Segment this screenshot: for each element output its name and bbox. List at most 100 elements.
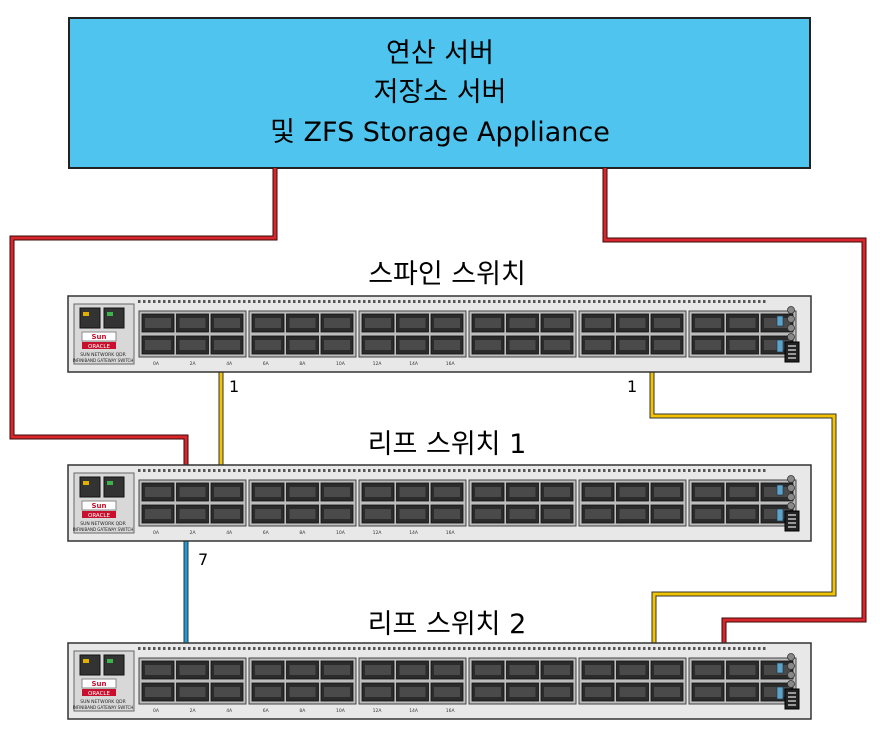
vent-hole [478, 469, 481, 472]
vent-hole [468, 469, 471, 472]
vent-hole [208, 647, 211, 650]
status-led [787, 680, 795, 688]
vent-hole [268, 647, 271, 650]
vent-hole [278, 647, 281, 650]
vent-hole [568, 469, 571, 472]
vent-hole [248, 300, 251, 303]
qsfp-port-inner [475, 665, 501, 675]
qsfp-port-inner [399, 687, 426, 697]
side-indicator [776, 686, 784, 700]
vent-hole [243, 300, 246, 303]
vent-hole [598, 647, 601, 650]
vent-hole [643, 300, 646, 303]
vent-hole [553, 647, 556, 650]
vent-hole [618, 300, 621, 303]
vent-hole [463, 300, 466, 303]
vent-hole [478, 647, 481, 650]
vent-hole [163, 469, 166, 472]
vent-hole [193, 647, 196, 650]
qsfp-port-inner [475, 687, 501, 697]
qsfp-port-inner [255, 487, 281, 497]
vent-hole [273, 469, 276, 472]
vent-hole [533, 647, 536, 650]
vent-hole [343, 647, 346, 650]
vent-hole [273, 300, 276, 303]
vent-hole [318, 647, 321, 650]
vent-hole [453, 300, 456, 303]
qsfp-port-inner [289, 665, 316, 675]
vent-hole [578, 469, 581, 472]
vent-hole [153, 469, 156, 472]
vent-hole [613, 300, 616, 303]
console-pin [788, 704, 796, 706]
mgmt-led [83, 481, 89, 485]
vent-hole [583, 647, 586, 650]
vent-hole [488, 647, 491, 650]
vent-hole [638, 647, 641, 650]
qsfp-port-inner [619, 340, 646, 350]
vent-hole [333, 300, 336, 303]
vent-hole [253, 469, 256, 472]
vent-hole [693, 647, 696, 650]
mgmt-led [83, 659, 89, 663]
qsfp-port-inner [619, 487, 646, 497]
vent-hole [328, 300, 331, 303]
vent-hole [583, 300, 586, 303]
qsfp-port-inner [399, 340, 426, 350]
vent-hole [758, 647, 761, 650]
vent-hole [583, 469, 586, 472]
vent-hole [573, 300, 576, 303]
status-led [787, 333, 795, 341]
vent-hole [708, 647, 711, 650]
qsfp-port-inner [544, 318, 570, 328]
qsfp-port-inner [145, 687, 171, 697]
qsfp-port-inner [214, 687, 240, 697]
port-label-leaf1-leaf2: 7 [198, 550, 208, 569]
vent-hole [413, 469, 416, 472]
vent-hole [178, 469, 181, 472]
vent-hole [663, 647, 666, 650]
side-indicator [776, 662, 784, 674]
vent-hole [178, 647, 181, 650]
port-number-label: 2A [190, 361, 197, 367]
qsfp-port-inner [695, 340, 721, 350]
vent-hole [358, 647, 361, 650]
vent-hole [458, 300, 461, 303]
vent-hole [353, 469, 356, 472]
server-box [68, 17, 811, 169]
vent-hole [578, 647, 581, 650]
qsfp-port-inner [434, 509, 460, 519]
vent-hole [703, 300, 706, 303]
vent-hole [538, 647, 541, 650]
status-led [787, 653, 795, 661]
vent-hole [748, 469, 751, 472]
qsfp-port-inner [585, 509, 611, 519]
qsfp-port-inner [179, 687, 206, 697]
vent-hole [218, 647, 221, 650]
vent-hole [313, 647, 316, 650]
vent-hole [283, 300, 286, 303]
vent-hole [653, 469, 656, 472]
vent-hole [138, 469, 141, 472]
vent-hole [203, 647, 206, 650]
vent-hole [408, 300, 411, 303]
vent-hole [633, 300, 636, 303]
vent-hole [223, 469, 226, 472]
vent-hole [393, 647, 396, 650]
mgmt-port-1 [79, 476, 101, 498]
vent-hole [678, 647, 681, 650]
vent-hole [233, 647, 236, 650]
vent-hole [613, 647, 616, 650]
qsfp-port-inner [475, 487, 501, 497]
vent-hole [193, 469, 196, 472]
vent-hole [183, 469, 186, 472]
vent-hole [413, 647, 416, 650]
qsfp-port-inner [585, 665, 611, 675]
vent-hole [598, 469, 601, 472]
sun-logo [81, 678, 117, 689]
vent-hole [233, 300, 236, 303]
vent-hole [318, 469, 321, 472]
console-pin [788, 692, 796, 694]
vent-hole [573, 469, 576, 472]
vent-hole [733, 300, 736, 303]
